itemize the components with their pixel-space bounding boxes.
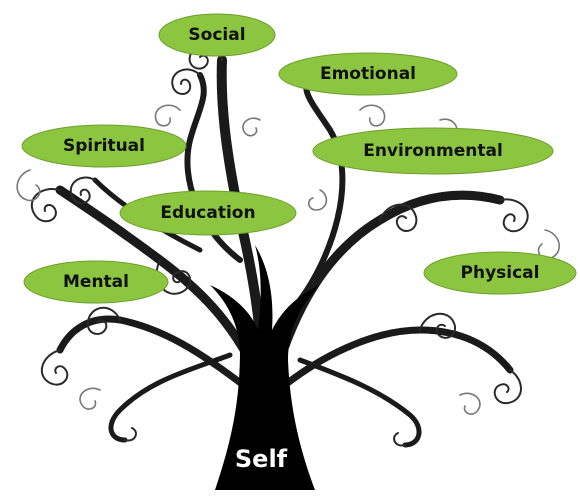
leaf-environmental: Environmental xyxy=(312,127,554,175)
leaf-emotional-label: Emotional xyxy=(320,64,416,84)
curl-17 xyxy=(154,104,181,127)
leaf-mental-ellipse xyxy=(23,260,169,304)
branch-lower-left-curl xyxy=(108,352,233,443)
curl-21 xyxy=(307,189,328,211)
leaf-emotional: Emotional xyxy=(278,52,458,96)
curl-9 xyxy=(124,427,137,442)
leaf-social-ellipse xyxy=(158,13,276,57)
leaf-education-label: Education xyxy=(160,203,255,223)
leaf-emotional-ellipse xyxy=(278,52,458,96)
leaf-environmental-label: Environmental xyxy=(363,141,503,161)
curl-7 xyxy=(171,68,201,95)
curl-10 xyxy=(393,432,406,447)
branch-right-mid xyxy=(297,72,346,303)
leaf-spiritual-label: Spiritual xyxy=(63,136,145,156)
leaf-physical-ellipse xyxy=(423,251,577,295)
root-label-self: Self xyxy=(235,445,288,473)
curl-14 xyxy=(86,306,121,335)
leaf-mental: Mental xyxy=(23,260,169,304)
curl-4 xyxy=(493,369,522,405)
curl-24 xyxy=(242,117,261,137)
branch-right-lower xyxy=(281,326,514,389)
curl-20 xyxy=(459,392,481,415)
curl-16 xyxy=(537,229,561,260)
curl-1 xyxy=(30,188,61,223)
leaf-education-ellipse xyxy=(119,190,297,236)
leaf-physical: Physical xyxy=(423,251,577,295)
tree-trunk xyxy=(210,245,320,490)
leaf-spiritual-ellipse xyxy=(21,124,187,168)
leaf-social: Social xyxy=(158,13,276,57)
leaf-physical-label: Physical xyxy=(461,263,540,283)
curl-19 xyxy=(79,387,101,410)
curl-15 xyxy=(16,169,41,202)
curl-8 xyxy=(69,176,96,205)
leaf-social-label: Social xyxy=(188,25,245,45)
branch-left-lower xyxy=(56,315,254,394)
curl-2 xyxy=(40,349,69,386)
curl-13 xyxy=(419,312,457,339)
leaf-education: Education xyxy=(119,190,297,236)
leaf-mental-label: Mental xyxy=(63,272,129,292)
curl-3 xyxy=(499,198,529,233)
curl-18 xyxy=(359,104,386,127)
curl-12 xyxy=(379,203,418,232)
branch-lower-right-curl xyxy=(297,357,422,448)
leaf-spiritual: Spiritual xyxy=(21,124,187,168)
leaf-environmental-ellipse xyxy=(312,127,554,175)
